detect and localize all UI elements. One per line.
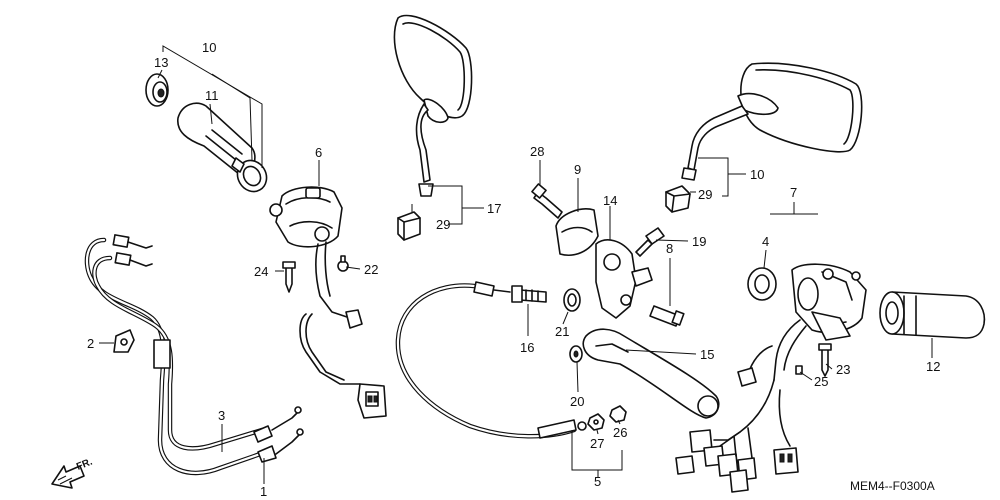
throttle-cables [84,234,304,476]
callout-25: 25 [814,374,828,389]
callout-13: 13 [154,55,168,70]
callout-3: 3 [218,408,225,423]
screw-28 [531,183,563,219]
clutch-lever-15 [582,328,720,419]
callout-12: 12 [926,359,940,374]
callout-21: 21 [555,324,569,339]
callout-29-left: 29 [436,217,450,232]
cable-adjuster-16 [511,285,547,303]
callout-28: 28 [530,144,544,159]
callout-1: 1 [260,484,267,499]
adjuster-nut-21 [563,288,581,312]
left-screw-22 [337,255,349,272]
callout-15: 15 [700,347,714,362]
callout-26: 26 [613,425,627,440]
left-switch-housing [269,186,363,329]
throttle-grip [177,102,268,193]
callout-10-right: 10 [750,167,764,182]
callout-20: 20 [570,394,584,409]
right-mirror [681,62,863,181]
callout-22: 22 [364,262,378,277]
callout-4: 4 [762,234,769,249]
callout-24: 24 [254,264,268,279]
callout-8: 8 [666,241,673,256]
callout-27: 27 [590,436,604,451]
callout-17: 17 [487,201,501,216]
right-grip [879,291,986,339]
cable-clamp-2 [113,329,135,353]
callout-2: 2 [87,336,94,351]
callout-11: 11 [205,88,219,103]
right-screw-23 [818,343,832,377]
right-switch-ring-4 [747,267,777,301]
callout-5: 5 [594,474,601,489]
lever-bracket-14 [595,239,653,319]
nut-26 [609,405,627,423]
right-switch-housing [791,263,867,341]
switch-8 [649,305,685,327]
nut-27 [587,413,605,431]
left-screw-24 [282,261,296,293]
pivot-nut-20 [569,345,583,363]
lever-holder-9 [555,208,599,256]
left-mirror [393,14,473,197]
callout-16: 16 [520,340,534,355]
left-mirror-nut [397,211,421,241]
callout-29-right: 29 [698,187,712,202]
callout-19: 19 [692,234,706,249]
callout-6: 6 [315,145,322,160]
front-direction-label: FR. [75,456,94,472]
callout-7: 7 [790,185,797,200]
callout-10-left: 10 [202,40,216,55]
callout-14: 14 [603,193,617,208]
callout-23: 23 [836,362,850,377]
grip-end-weight [145,73,169,107]
left-switch-wire-harness [299,313,387,419]
diagram-code: MEM4--F0300A [850,479,935,493]
front-direction-arrow [51,465,85,489]
leader-lines [99,45,933,484]
right-switch-wire-harness [675,319,807,493]
pivot-bolt-19 [635,227,665,257]
clutch-cable [395,281,587,439]
callout-9: 9 [574,162,581,177]
right-mirror-nut [665,185,691,213]
